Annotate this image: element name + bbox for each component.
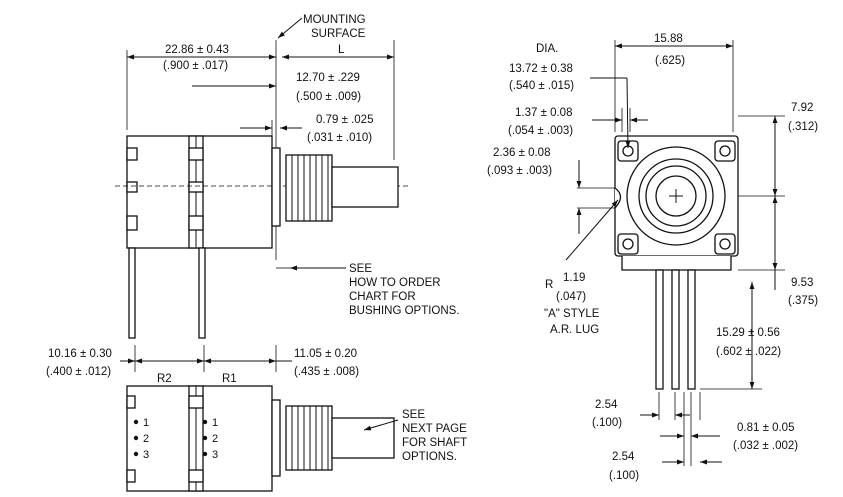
dim-overall-mm: 22.86 ± 0.43: [165, 44, 229, 56]
see-bushing-2: HOW TO ORDER: [349, 277, 441, 289]
front-view: [565, 40, 785, 466]
see-bushing-3: CHART FOR: [349, 291, 416, 303]
pin-label-1-r1: 1: [212, 417, 218, 429]
dim-body-mm: 12.70 ± .229: [296, 72, 360, 84]
mounting-label-2: SURFACE: [311, 28, 366, 40]
dim-pin-w-mm: 0.81 ± 0.05: [737, 422, 794, 434]
dim-overall-in: (.900 ± .017): [163, 60, 228, 72]
lug-style-2: A.R. LUG: [550, 324, 599, 336]
see-bushing-4: BUSHING OPTIONS.: [349, 305, 460, 317]
radius-r: R: [545, 279, 553, 291]
pin-label-3-r1: 3: [212, 449, 218, 461]
dim-pitch2-in: (.100): [609, 470, 639, 482]
see-shaft-4: OPTIONS.: [402, 451, 457, 463]
dim-hole-mm: 1.37 ± 0.08: [515, 107, 572, 119]
dim-lug-mm: 2.36 ± 0.08: [493, 147, 550, 159]
dim-pitch2-mm: 2.54: [612, 451, 635, 463]
pin-label-3-r2: 3: [143, 449, 149, 461]
dim-lug-in: (.093 ± .003): [487, 165, 552, 177]
dim-pin-len-in: (.602 ± .022): [716, 346, 781, 358]
dim-pitch1-mm: 2.54: [595, 399, 618, 411]
pin-label-2-r1: 2: [212, 433, 218, 445]
see-shaft-1: SEE: [402, 409, 425, 421]
dim-pin-len-mm: 15.29 ± 0.56: [716, 327, 780, 339]
dim-right-in: (.435 ± .008): [294, 366, 359, 378]
dim-dia-mm: 13.72 ± 0.38: [509, 63, 573, 75]
pin-label-1-r2: 1: [143, 417, 149, 429]
dim-flange-mm: 0.79 ± .025: [316, 114, 373, 126]
side-view-top: [115, 17, 410, 339]
dim-top-mm: 7.92: [791, 102, 813, 114]
dim-lower-in: (.375): [788, 295, 818, 307]
dim-hole-in: (.054 ± .003): [508, 125, 573, 137]
dim-pin-w-in: (.032 ± .002): [733, 440, 798, 452]
r1-label: R1: [222, 373, 237, 385]
dim-left-in: (.400 ± .012): [46, 366, 111, 378]
lug-style-1: "A" STYLE: [544, 308, 600, 320]
see-shaft-3: FOR SHAFT: [402, 437, 467, 449]
radius-in: (.047): [556, 291, 586, 303]
dim-body-in: (.500 ± .009): [296, 91, 361, 103]
l-label: L: [338, 44, 345, 56]
dia-label: DIA.: [536, 43, 558, 55]
see-shaft-2: NEXT PAGE: [402, 423, 467, 435]
dim-width-mm: 15.88: [654, 33, 683, 45]
dim-pitch1-in: (.100): [592, 417, 622, 429]
pin-label-2-r2: 2: [143, 433, 149, 445]
r2-label: R2: [157, 373, 172, 385]
dim-lower-mm: 9.53: [791, 277, 813, 289]
dim-flange-in: (.031 ± .010): [307, 132, 372, 144]
dim-top-in: (.312): [788, 121, 818, 133]
mounting-label-1: MOUNTING: [303, 14, 366, 26]
dim-right-mm: 11.05 ± 0.20: [294, 348, 357, 360]
dim-left-mm: 10.16 ± 0.30: [48, 348, 112, 360]
see-bushing-1: SEE: [349, 263, 372, 275]
dim-width-in: (.625): [655, 55, 685, 67]
dim-dia-in: (.540 ± .015): [509, 80, 574, 92]
side-view-bottom: [120, 345, 399, 492]
radius-mm: 1.19: [563, 272, 585, 284]
